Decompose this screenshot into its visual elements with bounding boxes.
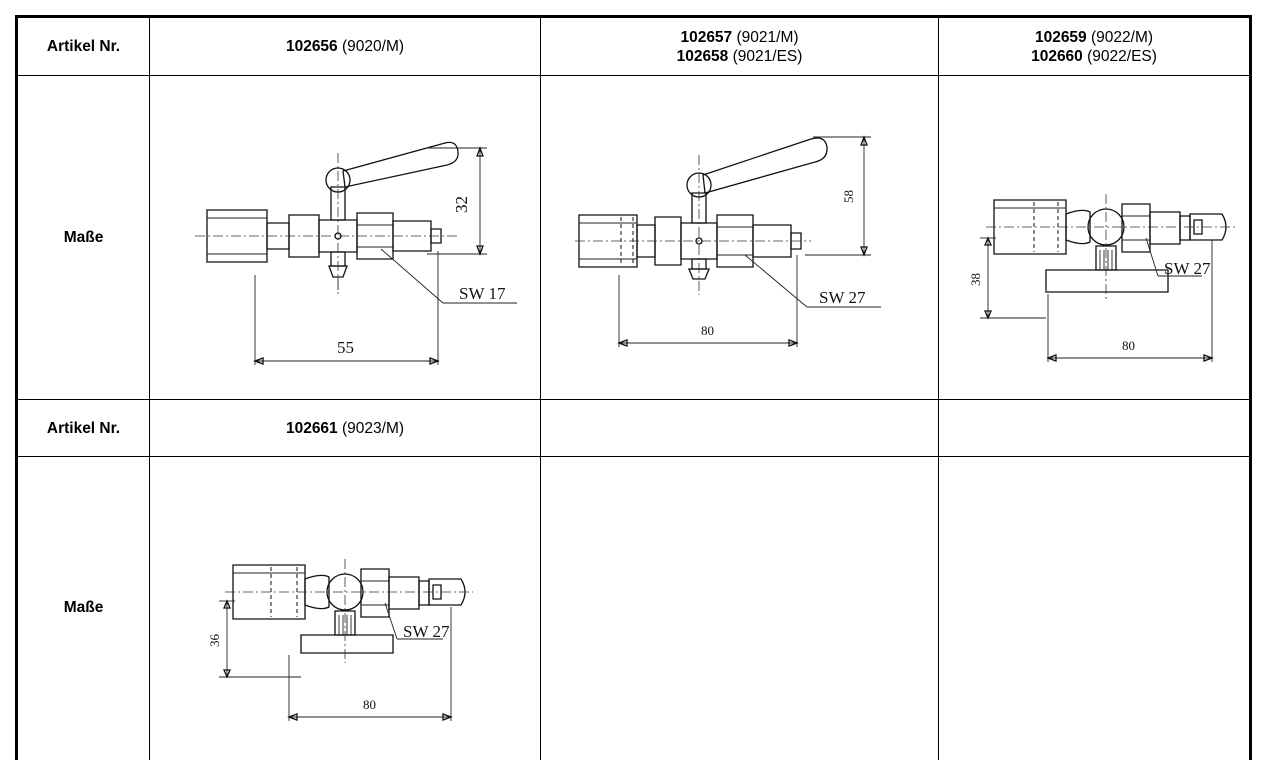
table-border-top bbox=[15, 15, 1252, 18]
table-divider bbox=[15, 399, 1252, 400]
svg-text:32: 32 bbox=[452, 196, 471, 213]
table-border-right bbox=[1249, 15, 1252, 760]
article-numbers-102657-102658: 102657 (9021/M) 102658 (9021/ES) bbox=[676, 28, 803, 65]
svg-text:SW 27: SW 27 bbox=[819, 288, 866, 307]
svg-text:SW 27: SW 27 bbox=[403, 622, 450, 641]
svg-text:80: 80 bbox=[1122, 338, 1135, 353]
valve-drawing-9020: 32 SW 17 55 bbox=[195, 125, 525, 365]
article-numbers-102659-102660: 102659 (9022/M) 102660 (9022/ES) bbox=[1031, 28, 1157, 65]
row-header-masse: Maße bbox=[63, 229, 104, 246]
svg-text:55: 55 bbox=[337, 338, 354, 357]
svg-text:SW 17: SW 17 bbox=[459, 284, 506, 303]
table-border-left bbox=[15, 15, 18, 760]
table-divider bbox=[540, 15, 541, 760]
table-divider bbox=[938, 15, 939, 760]
valve-drawing-9021: 58 SW 27 80 bbox=[575, 125, 895, 355]
article-table: Artikel Nr. 102656 (9020/M) 102657 (9021… bbox=[15, 15, 1252, 760]
row-header-artikel-nr-2: Artikel Nr. bbox=[46, 419, 121, 437]
row-header-artikel-nr: Artikel Nr. bbox=[46, 38, 121, 55]
svg-text:80: 80 bbox=[363, 697, 376, 712]
svg-text:SW 27: SW 27 bbox=[1164, 259, 1211, 278]
svg-text:38: 38 bbox=[968, 273, 983, 286]
svg-text:80: 80 bbox=[701, 323, 714, 338]
article-number-102656: 102656 (9020/M) bbox=[285, 38, 405, 55]
svg-text:58: 58 bbox=[841, 190, 856, 203]
table-divider bbox=[15, 75, 1252, 76]
row-header-masse-2: Maße bbox=[63, 598, 104, 616]
article-number-102661: 102661 (9023/M) bbox=[285, 419, 405, 437]
table-divider bbox=[15, 456, 1252, 457]
table-divider bbox=[149, 15, 150, 760]
valve-drawing-9023: 36 SW 27 80 bbox=[207, 555, 475, 735]
svg-text:36: 36 bbox=[207, 634, 222, 648]
valve-drawing-9022: 38 SW 27 80 bbox=[968, 190, 1240, 380]
